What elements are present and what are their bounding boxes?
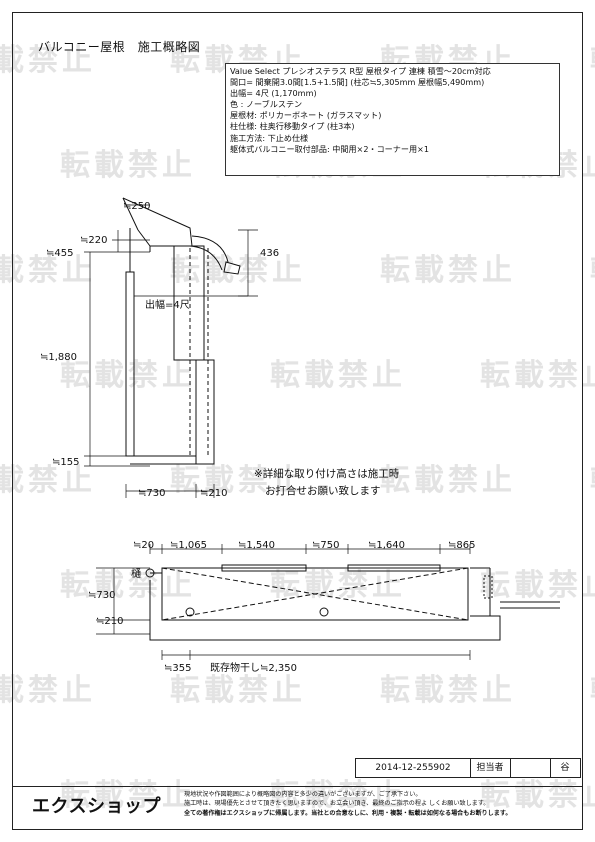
person-name: 谷 [560, 763, 570, 773]
plan-dim-210: ≒210 [96, 616, 123, 627]
dim-436: 436 [260, 248, 279, 259]
disclaimer-line-3: 全ての著作権はエクスショップに帰属します。当社との合意なしに、利用・複製・転載は… [184, 809, 512, 817]
plan-dim-730: ≒730 [88, 590, 115, 601]
plan-dim-1640: ≒1,640 [368, 540, 405, 551]
wall [125, 271, 135, 457]
dim-220: ≒220 [80, 235, 107, 246]
page-frame [12, 12, 583, 830]
plan-dim-1065: ≒1,065 [170, 540, 207, 551]
spec-box: Value Select プレシオステラス R型 屋根タイプ 連棟 積雪〜20c… [225, 63, 560, 176]
spec-line-product: Value Select プレシオステラス R型 屋根タイプ 連棟 積雪〜20c… [230, 66, 491, 76]
plan-dim-355: ≒355 [164, 663, 191, 674]
spec-line-width: 間口= 間棄開3.0間[1.5+1.5間] (柱芯≒5,305mm 屋根幅5,4… [230, 77, 485, 88]
disclaimer-line-1: 現地状況や作図範囲により概略図の内容と多少の違いがございますが、ご了承下さい。 [184, 791, 422, 798]
post-lower [195, 359, 215, 465]
gutter [223, 261, 241, 275]
roof-plan [161, 567, 469, 621]
company-logo: エクスショップ [32, 792, 172, 820]
dim-455: ≒455 [46, 248, 73, 259]
person-blank [510, 759, 551, 777]
post-upper [173, 245, 205, 361]
existing-rail-right [347, 564, 441, 572]
post-2 [319, 607, 329, 617]
post-1 [185, 607, 195, 617]
spec-line-post: 柱仕様: 柱奥行移動タイプ (柱3本) [230, 121, 355, 132]
plan-dim-1540: ≒1,540 [238, 540, 275, 551]
page-title: バルコニー屋根 施工概略図 [38, 40, 201, 54]
note-line-1: ※詳細な取り付け高さは施工時 [254, 468, 400, 480]
spec-line-parts: 躯体式バルコニー取付部品: 中間用×2・コーナー用×1 [230, 143, 429, 154]
gutter-label: 樋 [131, 567, 141, 580]
footer-bar: エクスショップ 現地状況や作図範囲により概略図の内容と多少の違いがございますが、… [12, 786, 583, 831]
person-label: 担当者 [470, 759, 511, 777]
doc-number: 2014-12-255902 [356, 759, 471, 777]
dim-730: ≒730 [138, 488, 165, 499]
plan-dim-750: ≒750 [312, 540, 339, 551]
depth-label: 出幅=4尺 [145, 298, 190, 311]
spec-line-color: 色 : ノーブルステン [230, 99, 303, 110]
dim-210: ≒210 [200, 488, 227, 499]
side-view [84, 197, 258, 498]
spec-line-roof-material: 屋根材: ポリカーボネート (ガラスマット) [230, 110, 382, 121]
spec-line-method: 施工方法: 下止め仕様 [230, 132, 309, 143]
dim-155: ≒155 [52, 457, 79, 468]
dim-1880: ≒1,880 [40, 352, 77, 363]
plan-dim-865: ≒865 [448, 540, 475, 551]
doc-info-table: 2014-12-255902 担当者 谷 [355, 758, 581, 778]
existing-rail-left [221, 564, 307, 572]
note-line-2: お打合せお願い致します [265, 485, 381, 497]
disclaimer-line-2: 施工時は、現場優先とさせて頂きたく思いますので、お立会い頂き、最終のご指示の程よ… [184, 800, 490, 808]
install-note: ※詳細な取り付け高さは施工時 お打合せお願い致します [254, 466, 399, 500]
logo-text: エクスショップ [32, 796, 161, 817]
plan-dim-20: ≒20 [133, 540, 154, 551]
disclaimer: 現地状況や作図範囲により概略図の内容と多少の違いがございますが、ご了承下さい。 … [184, 790, 576, 818]
dim-250: ≒250 [123, 201, 150, 212]
spec-line-depth: 出幅= 4尺 (1,170mm) [230, 88, 317, 99]
existing-laundry-label: 既存物干し≒2,350 [210, 661, 297, 674]
plan-view [96, 544, 560, 660]
